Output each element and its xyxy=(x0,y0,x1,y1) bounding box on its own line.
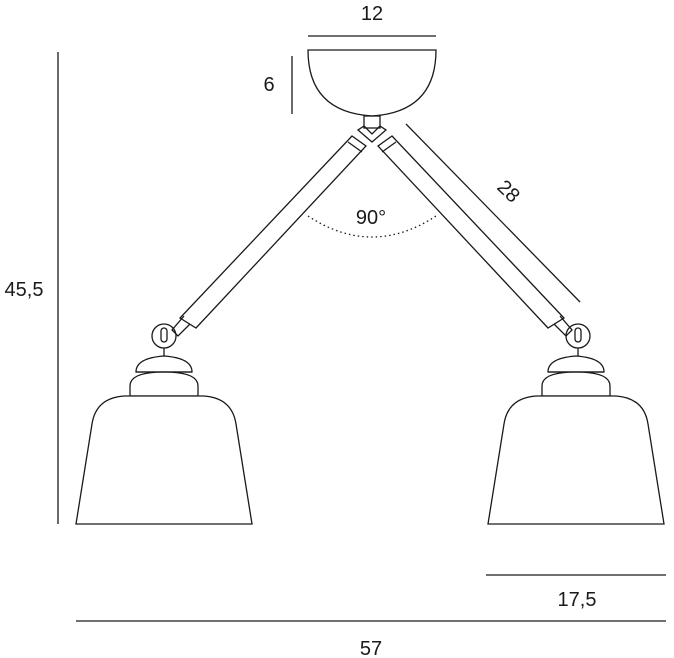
angle-arc xyxy=(307,215,437,238)
right-arm xyxy=(377,135,573,337)
arm-length-label: 28 xyxy=(493,176,524,207)
left-lamp-shade xyxy=(75,355,253,525)
right-lamp-shade xyxy=(487,355,665,525)
left-arm xyxy=(171,135,367,337)
total-width-label: 57 xyxy=(360,638,382,658)
shade-width-label: 17,5 xyxy=(558,589,597,611)
arm-angle-label: 90° xyxy=(356,207,386,229)
central-joint xyxy=(356,115,388,143)
total-height-label: 45,5 xyxy=(5,279,44,301)
ceiling-canopy xyxy=(307,49,437,117)
right-swivel-joint xyxy=(565,323,591,358)
arm-length-dimension-line xyxy=(405,123,581,303)
canopy-width-label: 12 xyxy=(361,3,383,25)
canopy-height-label: 6 xyxy=(263,74,274,96)
